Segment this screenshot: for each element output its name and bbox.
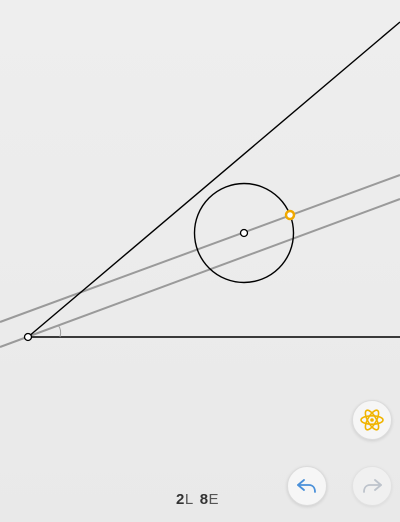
lines-count: 2 <box>176 491 185 508</box>
gray-line-lower <box>0 198 400 348</box>
angle-marker <box>57 324 62 338</box>
given-circle <box>193 182 295 284</box>
atom-icon <box>360 409 384 431</box>
ray-upper <box>27 21 400 338</box>
euclid-unit: E <box>208 491 220 508</box>
highlighted-point[interactable] <box>284 209 296 221</box>
redo-button[interactable] <box>352 466 392 506</box>
euclid-count: 8 <box>199 491 209 508</box>
redo-arrow-icon <box>363 479 382 493</box>
vertex-point[interactable] <box>23 332 33 342</box>
undo-arrow-icon <box>297 479 316 493</box>
lines-unit: L <box>184 491 194 508</box>
hint-button[interactable] <box>352 400 392 440</box>
undo-button[interactable] <box>287 466 327 506</box>
circle-center-point[interactable] <box>239 228 249 238</box>
gray-line-upper <box>0 174 400 323</box>
